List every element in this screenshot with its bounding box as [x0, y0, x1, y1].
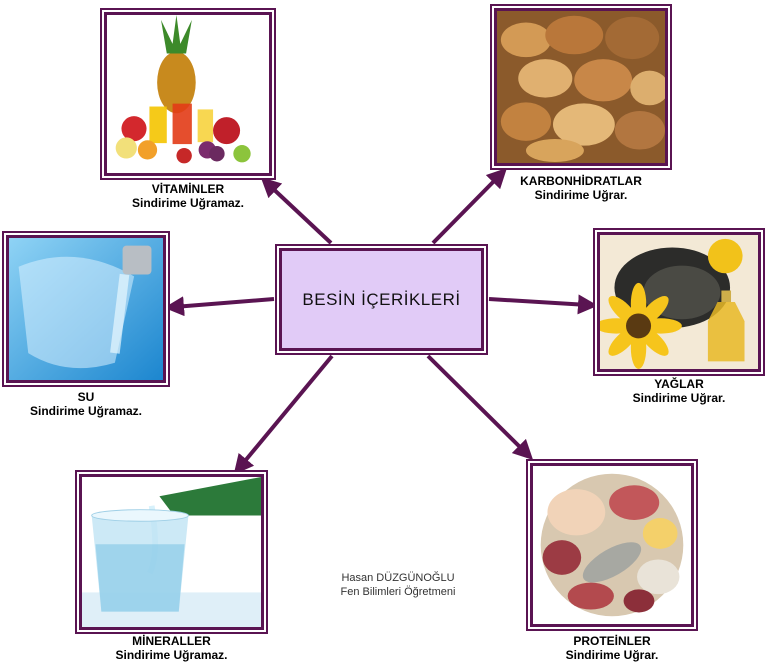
vitamins-name: VİTAMİNLER — [151, 182, 225, 196]
proteins-photo — [530, 463, 694, 627]
carbohydrates-photo — [494, 8, 668, 166]
carbohydrates-note: Sindirime Uğrar. — [534, 188, 628, 202]
author-role: Fen Bilimleri Öğretmeni — [340, 586, 456, 598]
arrow-to-minerals — [233, 354, 334, 475]
arrow-to-water — [164, 296, 275, 317]
minerals-name: MİNERALLER — [132, 634, 211, 648]
center-topic-label: BESİN İÇERİKLERİ — [302, 289, 461, 309]
water-photo — [6, 235, 166, 383]
proteins-caption: PROTEİNLER Sindirime Uğrar. — [530, 634, 694, 662]
carbohydrates-name: KARBONHİDRATLAR — [520, 174, 642, 188]
vitamins-photo — [104, 12, 272, 176]
author-name: Hasan DÜZGÜNOĞLU — [341, 572, 455, 584]
water-caption: SU Sindirime Uğramaz. — [6, 390, 166, 418]
arrow-to-fats — [488, 294, 598, 315]
minerals-photo — [79, 474, 264, 630]
minerals-note: Sindirime Uğramaz. — [115, 648, 228, 662]
arrow-to-proteins — [426, 354, 534, 461]
water-name: SU — [77, 390, 95, 404]
fats-caption: YAĞLAR Sindirime Uğrar. — [597, 377, 761, 405]
vitamins-note: Sindirime Uğramaz. — [131, 196, 245, 210]
vitamins-caption: VİTAMİNLER Sindirime Uğramaz. — [104, 182, 272, 210]
minerals-caption: MİNERALLER Sindirime Uğramaz. — [79, 634, 264, 662]
carbohydrates-caption: KARBONHİDRATLAR Sindirime Uğrar. — [494, 174, 668, 202]
proteins-note: Sindirime Uğrar. — [565, 648, 659, 662]
author-credit: Hasan DÜZGÜNOĞLU Fen Bilimleri Öğretmeni — [318, 571, 478, 599]
fats-name: YAĞLAR — [654, 377, 704, 391]
fats-note: Sindirime Uğrar. — [632, 391, 726, 405]
proteins-name: PROTEİNLER — [573, 634, 651, 648]
arrow-to-carbs — [431, 167, 508, 245]
fats-photo — [597, 232, 761, 372]
center-topic-box: BESİN İÇERİKLERİ — [279, 248, 484, 351]
arrow-to-vitamins — [260, 177, 333, 245]
water-note: Sindirime Uğramaz. — [29, 404, 143, 418]
